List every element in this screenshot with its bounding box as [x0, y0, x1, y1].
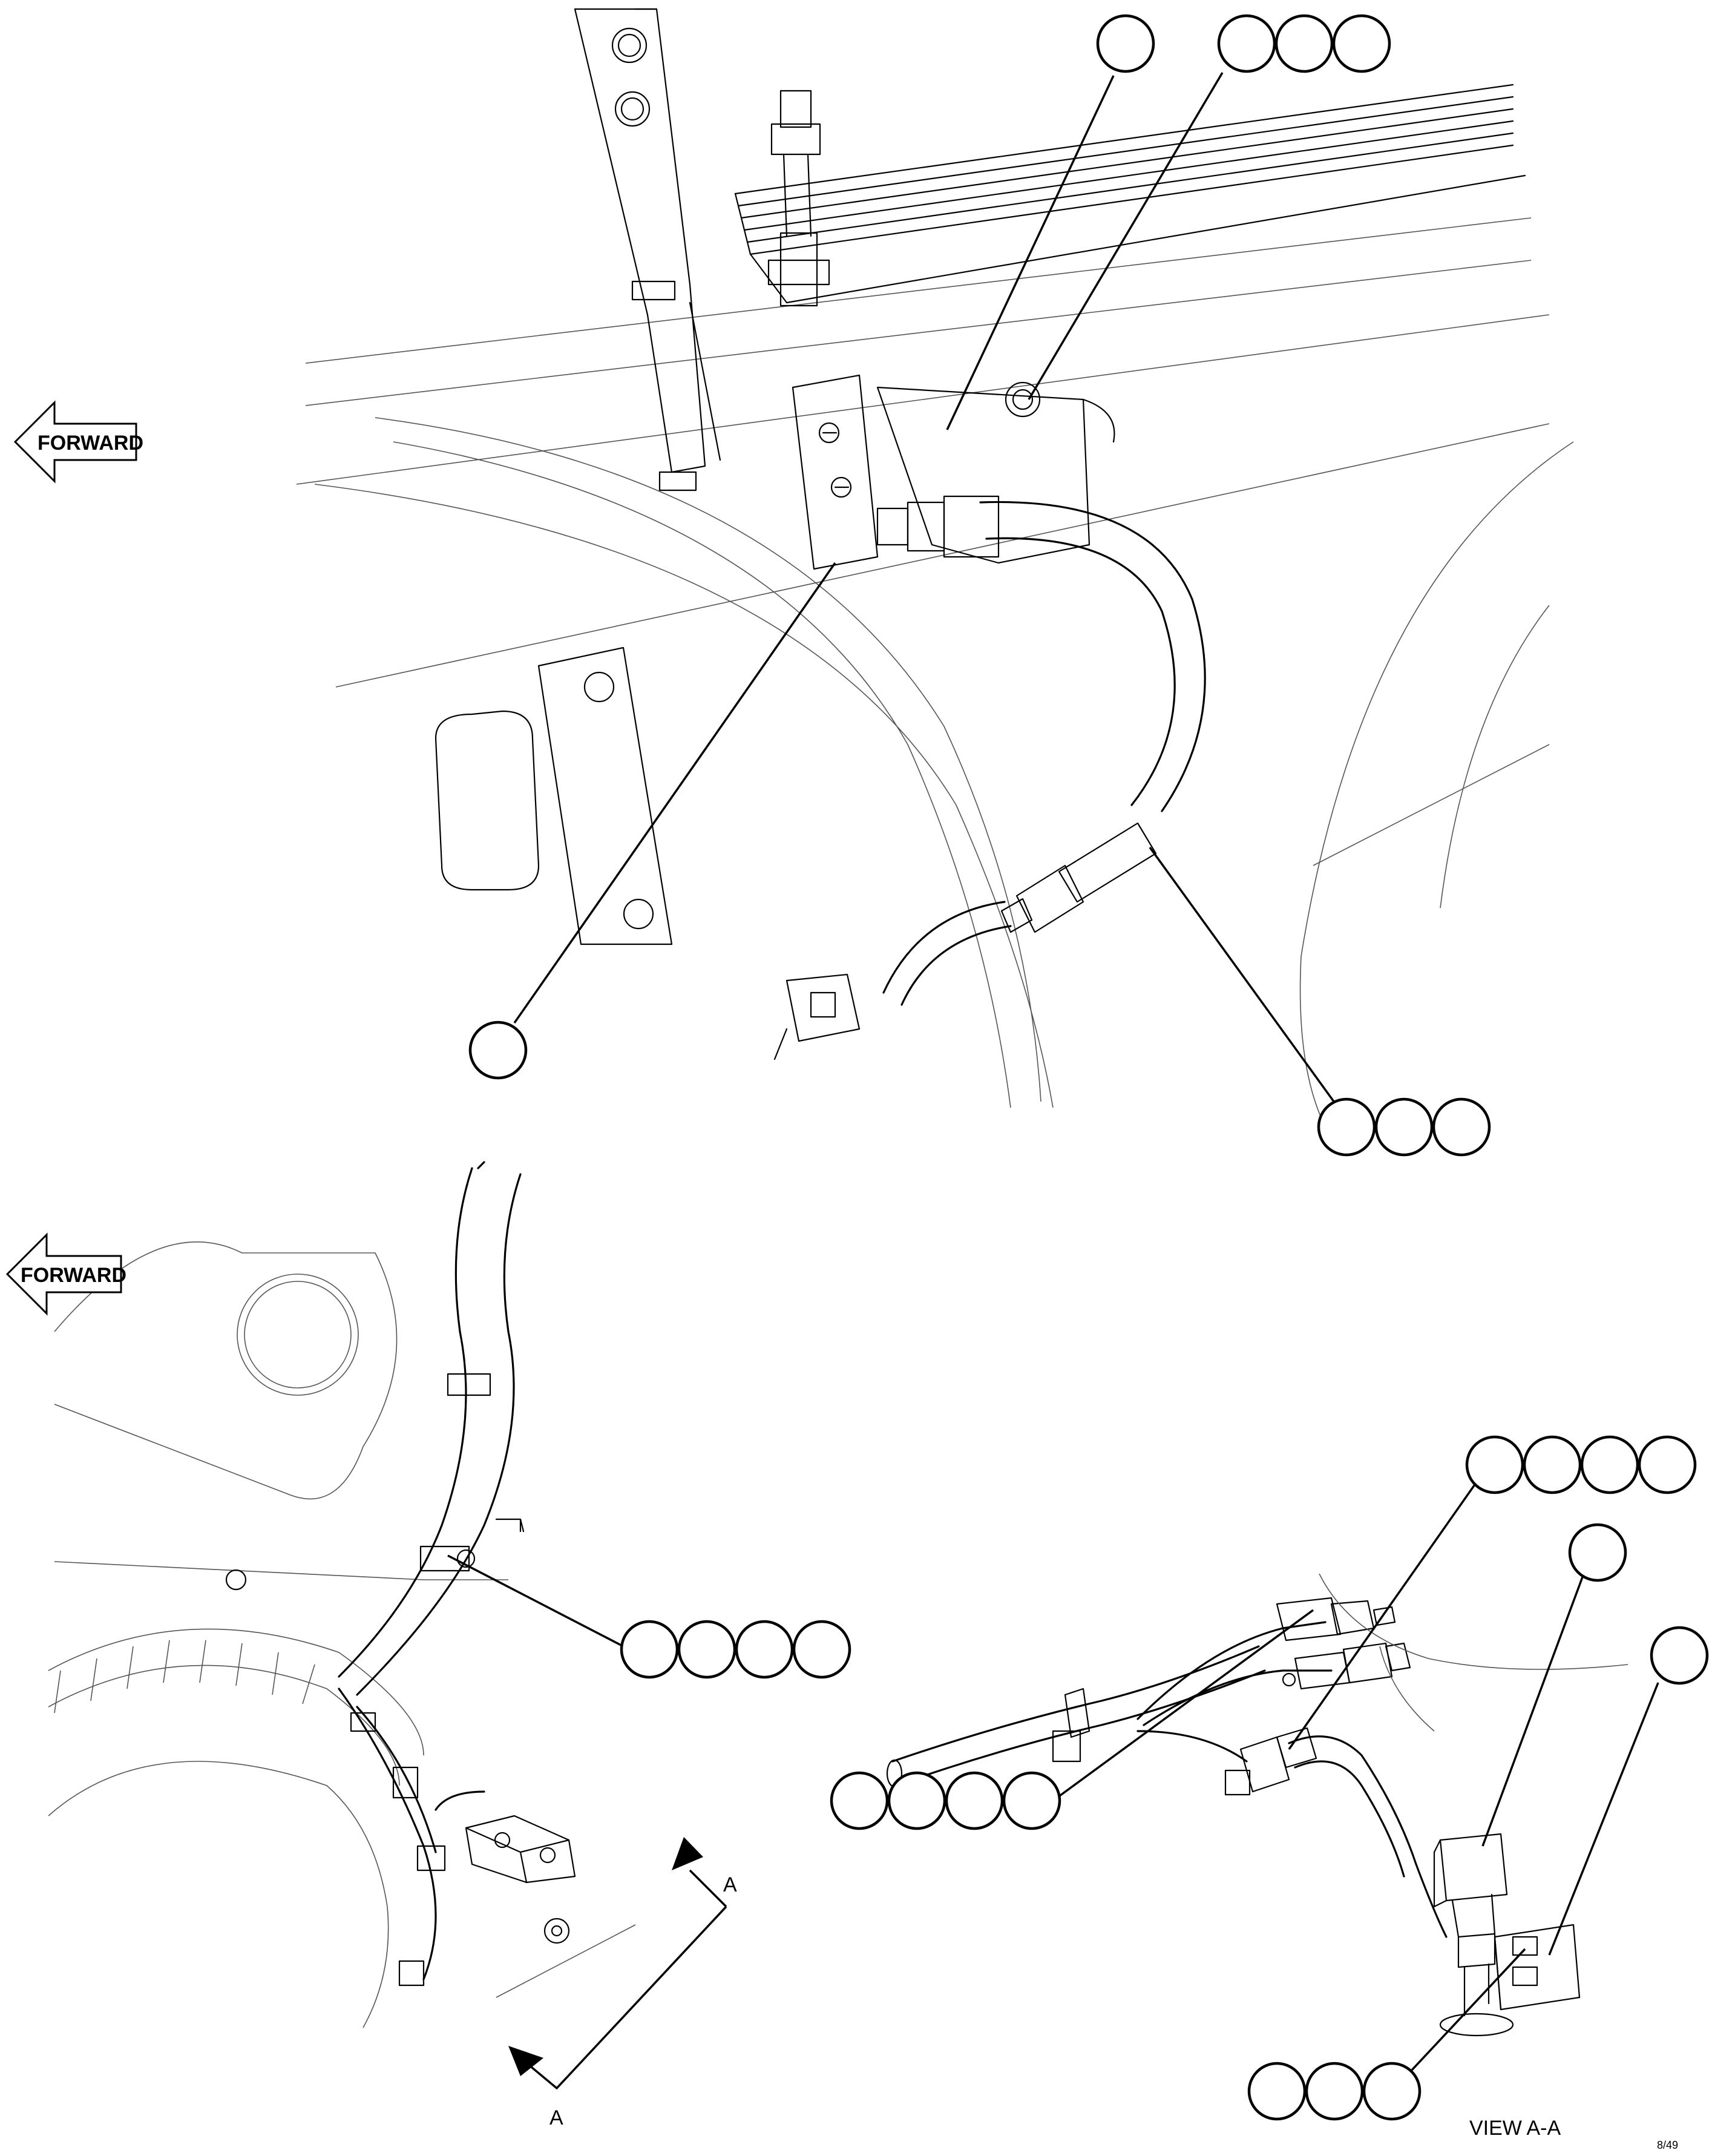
- section-arrows: A A: [508, 1837, 737, 2129]
- callout-group-view-d: [1650, 1626, 1709, 1685]
- callout-balloon: [677, 1620, 736, 1679]
- leader-line: [1481, 1552, 1593, 1847]
- callout-balloon: [1217, 14, 1276, 73]
- callout-balloon: [1568, 1523, 1627, 1582]
- section-letter-lower: A: [549, 2106, 563, 2129]
- callout-group-bottom-left-a: [620, 1620, 851, 1679]
- leader-line: [447, 1554, 624, 1648]
- sheet-code: 8/49: [1657, 2139, 1678, 2151]
- leader-line: [1548, 1682, 1659, 1956]
- callout-balloon: [1247, 2062, 1307, 2121]
- callout-balloon: [1580, 1435, 1639, 1494]
- callout-balloon: [620, 1620, 679, 1679]
- callout-balloon: [1638, 1435, 1697, 1494]
- callout-balloon: [1432, 1097, 1491, 1157]
- leader-line: [1052, 1609, 1314, 1802]
- leader-line: [1149, 846, 1342, 1112]
- leader-line: [1028, 72, 1224, 400]
- section-letter-upper: A: [723, 1873, 737, 1896]
- leader-line: [513, 562, 836, 1024]
- view-caption: VIEW A-A: [1469, 2117, 1561, 2140]
- callout-balloon: [1096, 14, 1155, 73]
- callout-balloon: [468, 1020, 528, 1080]
- callout-balloon: [887, 1771, 946, 1830]
- callout-group-top-d: [1317, 1097, 1491, 1157]
- callout-balloon: [1332, 14, 1391, 73]
- callout-balloon: [1523, 1435, 1582, 1494]
- callout-balloon: [1374, 1097, 1434, 1157]
- callout-group-top-b: [1217, 14, 1391, 73]
- forward-label-top: FORWARD: [38, 432, 143, 455]
- callout-balloon: [830, 1771, 889, 1830]
- callout-group-top-c: [468, 1020, 528, 1080]
- callout-group-view-a: [830, 1771, 1061, 1830]
- callout-balloon: [945, 1771, 1004, 1830]
- callout-balloon: [1274, 14, 1334, 73]
- callout-balloon: [1305, 2062, 1364, 2121]
- callout-balloon: [735, 1620, 794, 1679]
- bottom-left-view: [48, 1161, 636, 2028]
- callout-balloon: [1002, 1771, 1061, 1830]
- callout-balloon: [1362, 2062, 1422, 2121]
- callout-group-top-a: [1096, 14, 1155, 73]
- callout-group-view-b: [1465, 1435, 1697, 1494]
- callout-group-view-c: [1568, 1523, 1627, 1582]
- callout-balloon: [792, 1620, 851, 1679]
- leader-line: [946, 75, 1115, 430]
- leader-line: [1288, 1464, 1490, 1750]
- callout-balloon: [1465, 1435, 1524, 1494]
- forward-label-bottom: FORWARD: [21, 1264, 126, 1287]
- top-view: [296, 8, 1574, 1139]
- callout-balloon: [1650, 1626, 1709, 1685]
- callout-balloon: [1317, 1097, 1376, 1157]
- forward-arrow-bottom: FORWARD: [5, 1232, 126, 1316]
- forward-arrow-top: FORWARD: [13, 400, 143, 484]
- leader-line: [1394, 1948, 1526, 2089]
- callout-group-view-e: [1247, 2062, 1422, 2121]
